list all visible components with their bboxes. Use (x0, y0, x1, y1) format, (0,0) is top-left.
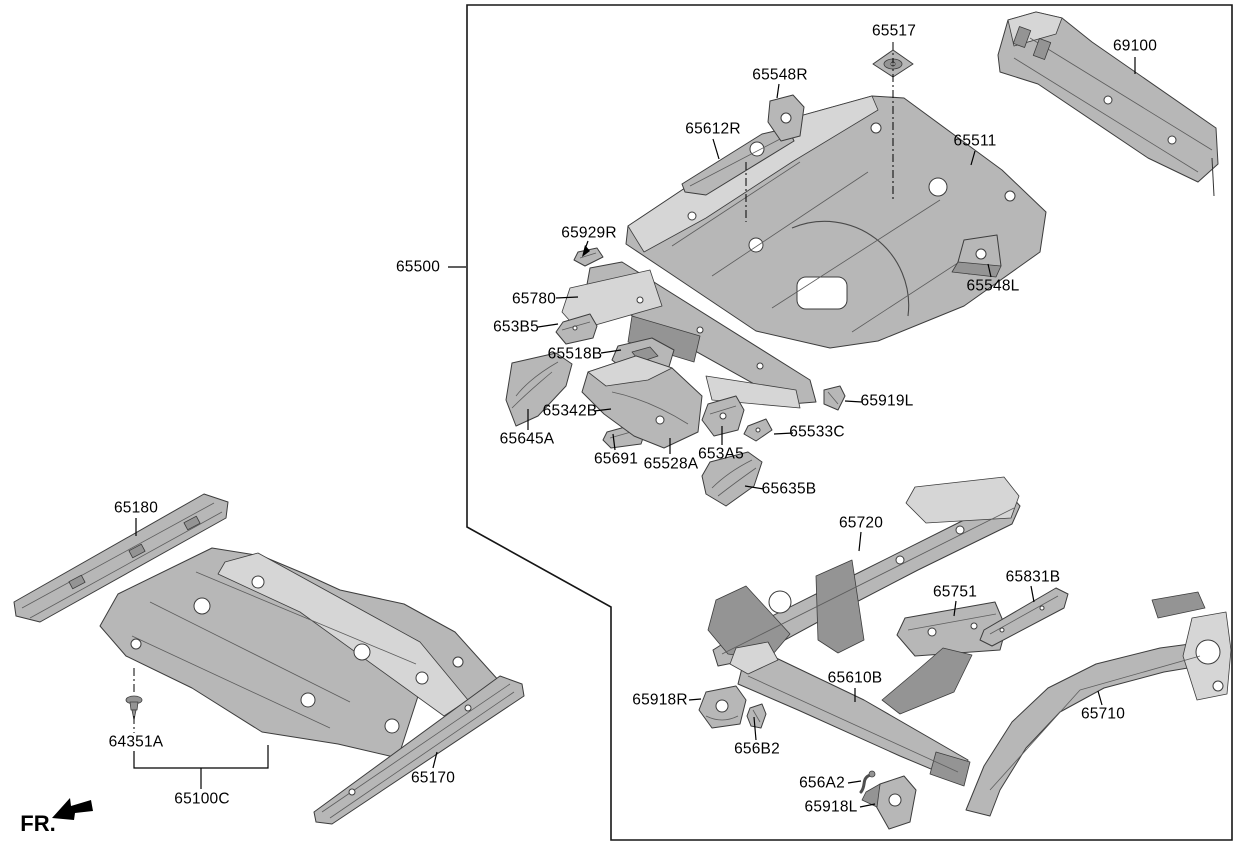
part-65533C-drawing (743, 418, 773, 442)
part-label-65691: 65691 (593, 450, 639, 468)
part-65919L-drawing (823, 385, 846, 411)
part-label-65751: 65751 (932, 583, 978, 601)
part-label-65610B: 65610B (827, 669, 883, 687)
part-65929R-drawing (573, 247, 604, 267)
part-label-65720: 65720 (838, 514, 884, 532)
part-653B5-drawing (555, 313, 598, 345)
part-65612R-drawing (681, 127, 795, 196)
part-65645A-drawing (505, 352, 573, 427)
part-656B2-drawing (746, 703, 767, 729)
part-label-65918L: 65918L (804, 798, 858, 816)
part-65831B-drawing (979, 587, 1069, 647)
part-65635B-drawing (701, 451, 763, 507)
part-64351A-screw-drawing (125, 695, 143, 721)
part-label-64351A: 64351A (108, 733, 164, 751)
part-label-653B5: 653B5 (493, 318, 539, 336)
part-65610B-member-drawing (729, 641, 971, 787)
part-label-65929R: 65929R (561, 224, 617, 242)
part-label-65919L: 65919L (860, 392, 914, 410)
part-65180-drawing (13, 493, 229, 623)
part-label-65100C: 65100C (174, 790, 230, 808)
part-label-656B2: 656B2 (734, 740, 780, 758)
part-label-65645A: 65645A (499, 430, 555, 448)
part-65548L-drawing (951, 234, 1002, 278)
part-label-65500: 65500 (395, 258, 441, 276)
fr-direction-arrow-icon (52, 798, 93, 820)
part-label-65780: 65780 (511, 290, 557, 308)
part-label-65180: 65180 (113, 499, 159, 517)
part-label-65548L: 65548L (966, 277, 1020, 295)
part-65720-member-drawing (707, 476, 1021, 667)
fr-direction-label: FR. (20, 811, 56, 836)
part-65751-drawing (881, 601, 1007, 715)
part-label-65518B: 65518B (547, 345, 603, 363)
part-label-69100: 69100 (1112, 37, 1158, 55)
part-65528A-drawing (581, 355, 703, 449)
part-label-65517: 65517 (871, 22, 917, 40)
part-653A5-drawing (701, 395, 745, 437)
part-label-65612R: 65612R (685, 120, 741, 138)
part-65918R-drawing (698, 685, 747, 729)
group-box-outline (466, 4, 1233, 841)
part-69100-rear-panel-drawing (997, 11, 1219, 197)
part-65548R-drawing (767, 94, 805, 142)
part-label-653A5: 653A5 (698, 445, 744, 463)
part-label-65533C: 65533C (789, 423, 845, 441)
part-label-65170: 65170 (410, 769, 456, 787)
part-label-656A2: 656A2 (799, 774, 845, 792)
part-label-65831B: 65831B (1005, 568, 1061, 586)
part-label-65710: 65710 (1080, 705, 1126, 723)
part-label-65342B: 65342B (542, 402, 598, 420)
part-label-65918R: 65918R (632, 691, 688, 709)
part-65710-member-drawing (965, 591, 1232, 817)
leader-lines (133, 42, 1136, 808)
part-label-65635B: 65635B (761, 480, 817, 498)
part-65170-drawing (313, 675, 525, 825)
part-label-65528A: 65528A (643, 455, 699, 473)
part-65918L-drawing (861, 775, 917, 830)
part-656A2-drawing (859, 770, 876, 794)
part-label-65511: 65511 (953, 132, 997, 150)
part-label-65548R: 65548R (752, 66, 808, 84)
